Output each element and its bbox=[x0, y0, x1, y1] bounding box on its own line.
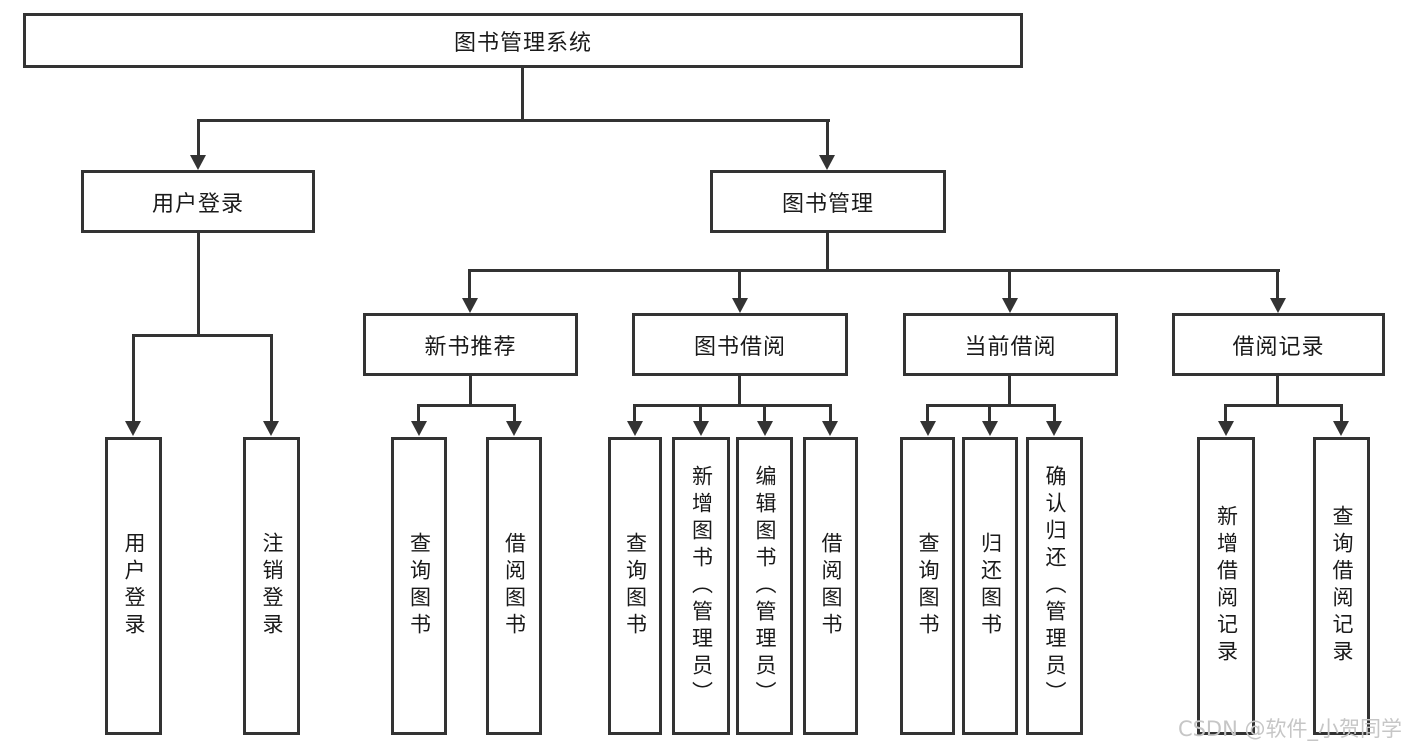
arrowhead-cur-leaf1 bbox=[920, 421, 936, 436]
arrowhead-records bbox=[1270, 298, 1286, 313]
arrowhead-book-mgmt bbox=[819, 155, 835, 170]
node-current-borrow-label: 当前借阅 bbox=[964, 334, 1057, 360]
arrowhead-recommend bbox=[462, 298, 478, 313]
leaf-records-query-record-label: 查询借阅记录 bbox=[1330, 505, 1354, 667]
node-book-borrow-label: 图书借阅 bbox=[693, 334, 786, 360]
node-current-borrow: 当前借阅 bbox=[903, 313, 1118, 376]
connector-user-login-bar bbox=[132, 334, 273, 337]
connector-rec-leaf1-drop bbox=[417, 404, 420, 424]
leaf-records-add-record: 新增借阅记录 bbox=[1197, 437, 1255, 735]
connector-records-drop bbox=[1276, 269, 1279, 301]
leaf-logout: 注销登录 bbox=[243, 437, 300, 735]
arrowhead-rec-leaf2 bbox=[506, 421, 522, 436]
connector-cur-leaf1-drop bbox=[926, 404, 929, 424]
node-new-book-recommend: 新书推荐 bbox=[363, 313, 578, 376]
leaf-current-query-books: 查询图书 bbox=[900, 437, 955, 735]
connector-recommend-stem bbox=[469, 376, 472, 407]
node-borrow-records: 借阅记录 bbox=[1172, 313, 1385, 376]
arrowhead-bor-leaf4 bbox=[822, 421, 838, 436]
connector-recd-leaf1-drop bbox=[1224, 404, 1227, 424]
connector-current-bar bbox=[926, 404, 1056, 407]
arrowhead-bor-leaf1 bbox=[627, 421, 643, 436]
node-new-book-recommend-label: 新书推荐 bbox=[424, 334, 517, 360]
connector-book-mgmt-drop bbox=[826, 119, 829, 159]
connector-recommend-bar bbox=[417, 404, 516, 407]
connector-root-stem bbox=[521, 68, 524, 122]
leaf-borrow-query-books: 查询图书 bbox=[608, 437, 662, 735]
arrowhead-cur-leaf3 bbox=[1046, 421, 1062, 436]
connector-leaf-login-drop bbox=[132, 334, 135, 424]
node-root-label: 图书管理系统 bbox=[453, 30, 592, 56]
connector-bor-leaf3-drop bbox=[763, 404, 766, 424]
arrowhead-leaf-login bbox=[125, 421, 141, 436]
arrowhead-leaf-logout bbox=[263, 421, 279, 436]
leaf-user-login: 用户登录 bbox=[105, 437, 162, 735]
node-user-login: 用户登录 bbox=[81, 170, 315, 233]
connector-book-mgmt-stem bbox=[826, 233, 829, 272]
connector-current-drop bbox=[1008, 269, 1011, 301]
connector-records-bar bbox=[1224, 404, 1343, 407]
connector-root-bar bbox=[197, 119, 830, 122]
connector-cur-leaf2-drop bbox=[988, 404, 991, 424]
connector-user-login-stem bbox=[197, 233, 200, 337]
connector-rec-leaf2-drop bbox=[513, 404, 516, 424]
leaf-borrow-borrow-books-label: 借阅图书 bbox=[819, 532, 843, 640]
leaf-borrow-edit-books-admin: 编辑图书（管理员） bbox=[736, 437, 793, 735]
csdn-watermark: CSDN @软件_小贺同学 bbox=[1177, 717, 1402, 741]
leaf-recommend-borrow-books: 借阅图书 bbox=[486, 437, 542, 735]
leaf-recommend-query-books-label: 查询图书 bbox=[407, 532, 432, 640]
leaf-borrow-borrow-books: 借阅图书 bbox=[803, 437, 858, 735]
connector-bor-leaf2-drop bbox=[699, 404, 702, 424]
leaf-borrow-add-books-admin-label: 新增图书（管理员） bbox=[689, 464, 714, 708]
arrowhead-rec-leaf1 bbox=[411, 421, 427, 436]
arrowhead-current bbox=[1002, 298, 1018, 313]
connector-leaf-logout-drop bbox=[270, 334, 273, 424]
node-root-system: 图书管理系统 bbox=[23, 13, 1023, 68]
connector-bor-leaf4-drop bbox=[829, 404, 832, 424]
node-user-login-label: 用户登录 bbox=[151, 191, 244, 217]
leaf-borrow-add-books-admin: 新增图书（管理员） bbox=[672, 437, 730, 735]
leaf-records-query-record: 查询借阅记录 bbox=[1313, 437, 1370, 735]
arrowhead-user-login bbox=[190, 155, 206, 170]
leaf-recommend-query-books: 查询图书 bbox=[391, 437, 447, 735]
node-book-management: 图书管理 bbox=[710, 170, 946, 233]
arrowhead-cur-leaf2 bbox=[982, 421, 998, 436]
arrowhead-bor-leaf3 bbox=[757, 421, 773, 436]
arrowhead-recd-leaf2 bbox=[1333, 421, 1349, 436]
connector-borrow-bar bbox=[633, 404, 832, 407]
arrowhead-bor-leaf2 bbox=[693, 421, 709, 436]
connector-cur-leaf3-drop bbox=[1053, 404, 1056, 424]
connector-borrow-drop bbox=[738, 269, 741, 301]
connector-bor-leaf1-drop bbox=[633, 404, 636, 424]
leaf-records-add-record-label: 新增借阅记录 bbox=[1214, 505, 1239, 667]
connector-current-stem bbox=[1008, 376, 1011, 407]
node-book-management-label: 图书管理 bbox=[781, 191, 874, 217]
node-borrow-records-label: 借阅记录 bbox=[1232, 334, 1325, 360]
arrowhead-recd-leaf1 bbox=[1218, 421, 1234, 436]
leaf-current-return-books: 归还图书 bbox=[962, 437, 1018, 735]
connector-book-mgmt-bar bbox=[468, 269, 1280, 272]
leaf-current-confirm-return-admin-label: 确认归还（管理员） bbox=[1043, 464, 1067, 708]
leaf-recommend-borrow-books-label: 借阅图书 bbox=[502, 532, 527, 640]
leaf-borrow-query-books-label: 查询图书 bbox=[623, 532, 648, 640]
leaf-current-query-books-label: 查询图书 bbox=[916, 532, 940, 640]
leaf-current-confirm-return-admin: 确认归还（管理员） bbox=[1026, 437, 1083, 735]
node-book-borrow: 图书借阅 bbox=[632, 313, 848, 376]
connector-recd-leaf2-drop bbox=[1340, 404, 1343, 424]
connector-records-stem bbox=[1276, 376, 1279, 407]
connector-recommend-drop bbox=[468, 269, 471, 301]
leaf-user-login-label: 用户登录 bbox=[122, 532, 146, 640]
leaf-current-return-books-label: 归还图书 bbox=[978, 532, 1003, 640]
leaf-borrow-edit-books-admin-label: 编辑图书（管理员） bbox=[753, 464, 777, 708]
arrowhead-borrow bbox=[732, 298, 748, 313]
leaf-logout-label: 注销登录 bbox=[260, 532, 284, 640]
connector-user-login-drop bbox=[197, 119, 200, 159]
connector-borrow-stem bbox=[738, 376, 741, 407]
